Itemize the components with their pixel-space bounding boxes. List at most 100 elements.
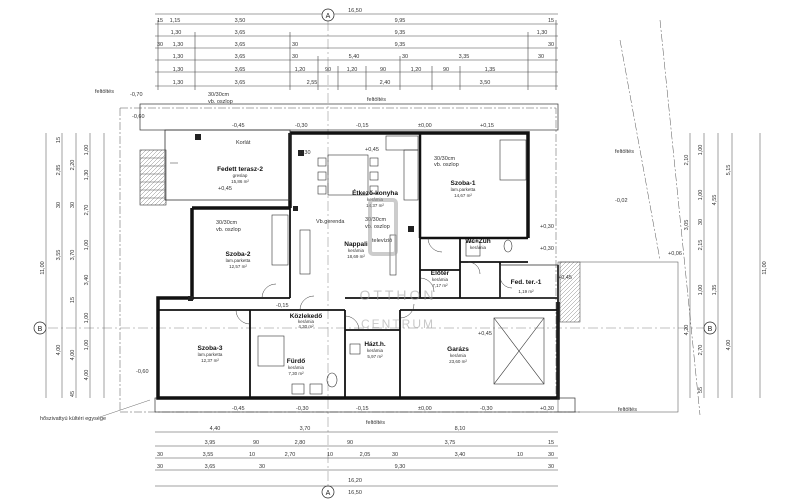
label-column-left: 30/30cm bbox=[216, 220, 238, 226]
svg-text:30: 30 bbox=[548, 452, 554, 458]
svg-text:30: 30 bbox=[259, 464, 265, 470]
svg-text:±0,00: ±0,00 bbox=[418, 123, 432, 129]
grid-marker-a-bottom: A bbox=[321, 485, 335, 499]
svg-text:Közlekedő: Közlekedő bbox=[290, 313, 323, 320]
svg-text:2,70: 2,70 bbox=[285, 452, 296, 458]
bathroom-fixtures bbox=[257, 239, 513, 395]
svg-text:5,15: 5,15 bbox=[726, 165, 732, 176]
columns bbox=[188, 134, 414, 301]
overall-width-top: 16,50 bbox=[348, 8, 362, 14]
svg-text:2,15: 2,15 bbox=[698, 240, 704, 251]
svg-text:3,50: 3,50 bbox=[480, 80, 491, 86]
svg-text:+0,45: +0,45 bbox=[218, 186, 232, 192]
svg-text:+0,15: +0,15 bbox=[480, 123, 494, 129]
svg-text:3,65: 3,65 bbox=[235, 54, 246, 60]
svg-text:12,57 m²: 12,57 m² bbox=[229, 264, 247, 269]
svg-text:3,75: 3,75 bbox=[445, 440, 456, 446]
svg-text:greslap: greslap bbox=[233, 173, 248, 178]
svg-text:1,20: 1,20 bbox=[411, 67, 422, 73]
svg-text:1,20: 1,20 bbox=[295, 67, 306, 73]
svg-text:2,80: 2,80 bbox=[295, 440, 306, 446]
overall-width-bottom-2: 16,50 bbox=[348, 490, 362, 496]
door-swings bbox=[235, 237, 513, 331]
svg-text:2,40: 2,40 bbox=[380, 80, 391, 86]
svg-text:30: 30 bbox=[157, 42, 163, 48]
svg-text:Házt.h.: Házt.h. bbox=[364, 341, 386, 348]
grid-marker-a-top: A bbox=[321, 8, 335, 22]
svg-text:14,67 m²: 14,67 m² bbox=[454, 193, 472, 198]
label-televizio: televízió bbox=[372, 238, 392, 244]
label-korlat: Korlát bbox=[236, 140, 251, 146]
svg-text:+0,45: +0,45 bbox=[478, 331, 492, 337]
upper-right-walls bbox=[418, 133, 528, 240]
svg-text:3,40: 3,40 bbox=[84, 275, 90, 286]
wardrobe-szoba-2 bbox=[271, 214, 289, 266]
svg-text:30: 30 bbox=[548, 42, 554, 48]
svg-text:1,35: 1,35 bbox=[712, 285, 718, 296]
svg-text:30: 30 bbox=[292, 54, 298, 60]
svg-text:4,55: 4,55 bbox=[712, 195, 718, 206]
svg-text:90: 90 bbox=[347, 440, 353, 446]
label-column-top: 30/30cm bbox=[208, 92, 230, 98]
svg-text:10: 10 bbox=[517, 452, 523, 458]
svg-text:30: 30 bbox=[157, 464, 163, 470]
level-markers: -0,70 -0,60 -0,45 -0,30 -0,15 ±0,00 +0,1… bbox=[130, 92, 682, 412]
svg-text:-0,60: -0,60 bbox=[132, 114, 145, 120]
svg-text:kerámia: kerámia bbox=[450, 353, 467, 358]
svg-text:2,85: 2,85 bbox=[56, 165, 62, 176]
svg-text:3,40: 3,40 bbox=[455, 452, 466, 458]
svg-text:-0,45: -0,45 bbox=[232, 406, 245, 412]
svg-text:1,35: 1,35 bbox=[485, 67, 496, 73]
svg-text:10: 10 bbox=[249, 452, 255, 458]
svg-text:2,70: 2,70 bbox=[698, 345, 704, 356]
svg-text:15,86 m²: 15,86 m² bbox=[231, 179, 249, 184]
svg-text:lam.parketta: lam.parketta bbox=[198, 352, 223, 357]
room-label-szoba-2: Szoba-2 lam.parketta 12,57 m² bbox=[226, 251, 251, 269]
label-gerenda: Vb.gerenda bbox=[316, 219, 345, 225]
svg-text:kerámia: kerámia bbox=[288, 365, 305, 370]
room-label-szoba-3: Szoba-3 lam.parketta 12,37 m² bbox=[198, 345, 223, 363]
svg-text:4,00: 4,00 bbox=[84, 370, 90, 381]
svg-text:1,30: 1,30 bbox=[173, 80, 184, 86]
svg-text:90: 90 bbox=[253, 440, 259, 446]
wardrobe-szoba-1 bbox=[499, 139, 527, 181]
svg-text:lam.parketta: lam.parketta bbox=[226, 258, 251, 263]
svg-text:A: A bbox=[326, 13, 331, 20]
svg-text:12,37 m²: 12,37 m² bbox=[201, 358, 219, 363]
svg-text:-0,15: -0,15 bbox=[276, 303, 289, 309]
svg-text:10: 10 bbox=[327, 452, 333, 458]
right-dim-col2: 1,00 1,00 30 2,15 1,00 2,70 55 bbox=[698, 145, 704, 393]
svg-text:1,00: 1,00 bbox=[84, 145, 90, 156]
svg-text:5,97 m²: 5,97 m² bbox=[367, 354, 383, 359]
svg-text:4,00: 4,00 bbox=[726, 340, 732, 351]
svg-text:7,30 m²: 7,30 m² bbox=[288, 371, 304, 376]
svg-text:14,37 m²: 14,37 m² bbox=[366, 203, 384, 208]
top-dim-row6: 1,30 3,65 2,55 2,40 3,50 bbox=[173, 80, 491, 86]
overall-width-bottom: 16,20 bbox=[348, 478, 362, 484]
svg-text:Szoba-3: Szoba-3 bbox=[198, 345, 223, 352]
svg-text:8,10: 8,10 bbox=[455, 426, 466, 432]
svg-text:4,00: 4,00 bbox=[56, 345, 62, 356]
label-feltoltes-5: feltöltés bbox=[366, 420, 385, 426]
label-feltoltes-4: feltöltés bbox=[618, 407, 637, 413]
svg-text:3,05: 3,05 bbox=[684, 220, 690, 231]
svg-text:3,35: 3,35 bbox=[459, 54, 470, 60]
svg-text:30: 30 bbox=[538, 54, 544, 60]
room-label-kozlekedo: Közlekedő kerámia 4,30 m² bbox=[290, 313, 323, 329]
driveway bbox=[557, 261, 679, 413]
svg-text:3,55: 3,55 bbox=[203, 452, 214, 458]
svg-text:30: 30 bbox=[392, 452, 398, 458]
svg-text:15: 15 bbox=[70, 297, 76, 303]
svg-text:Szoba-1: Szoba-1 bbox=[451, 180, 476, 187]
label-column-right-2: vb. oszlop bbox=[365, 224, 390, 230]
top-dimension-lines bbox=[155, 23, 558, 87]
svg-text:1,20: 1,20 bbox=[347, 67, 358, 73]
right-dim-col1: 2,10 3,05 4,20 bbox=[684, 155, 690, 336]
svg-text:1,15: 1,15 bbox=[170, 18, 181, 24]
svg-text:Fed. ter.-1: Fed. ter.-1 bbox=[511, 279, 542, 286]
room-label-wc-zuh: Wc+Zuh kerámia bbox=[465, 238, 490, 250]
svg-text:15: 15 bbox=[548, 440, 554, 446]
svg-text:1,00: 1,00 bbox=[84, 340, 90, 351]
svg-text:kerámia: kerámia bbox=[432, 277, 449, 282]
left-dim-col1: 15 2,85 30 3,55 4,00 bbox=[56, 137, 62, 355]
